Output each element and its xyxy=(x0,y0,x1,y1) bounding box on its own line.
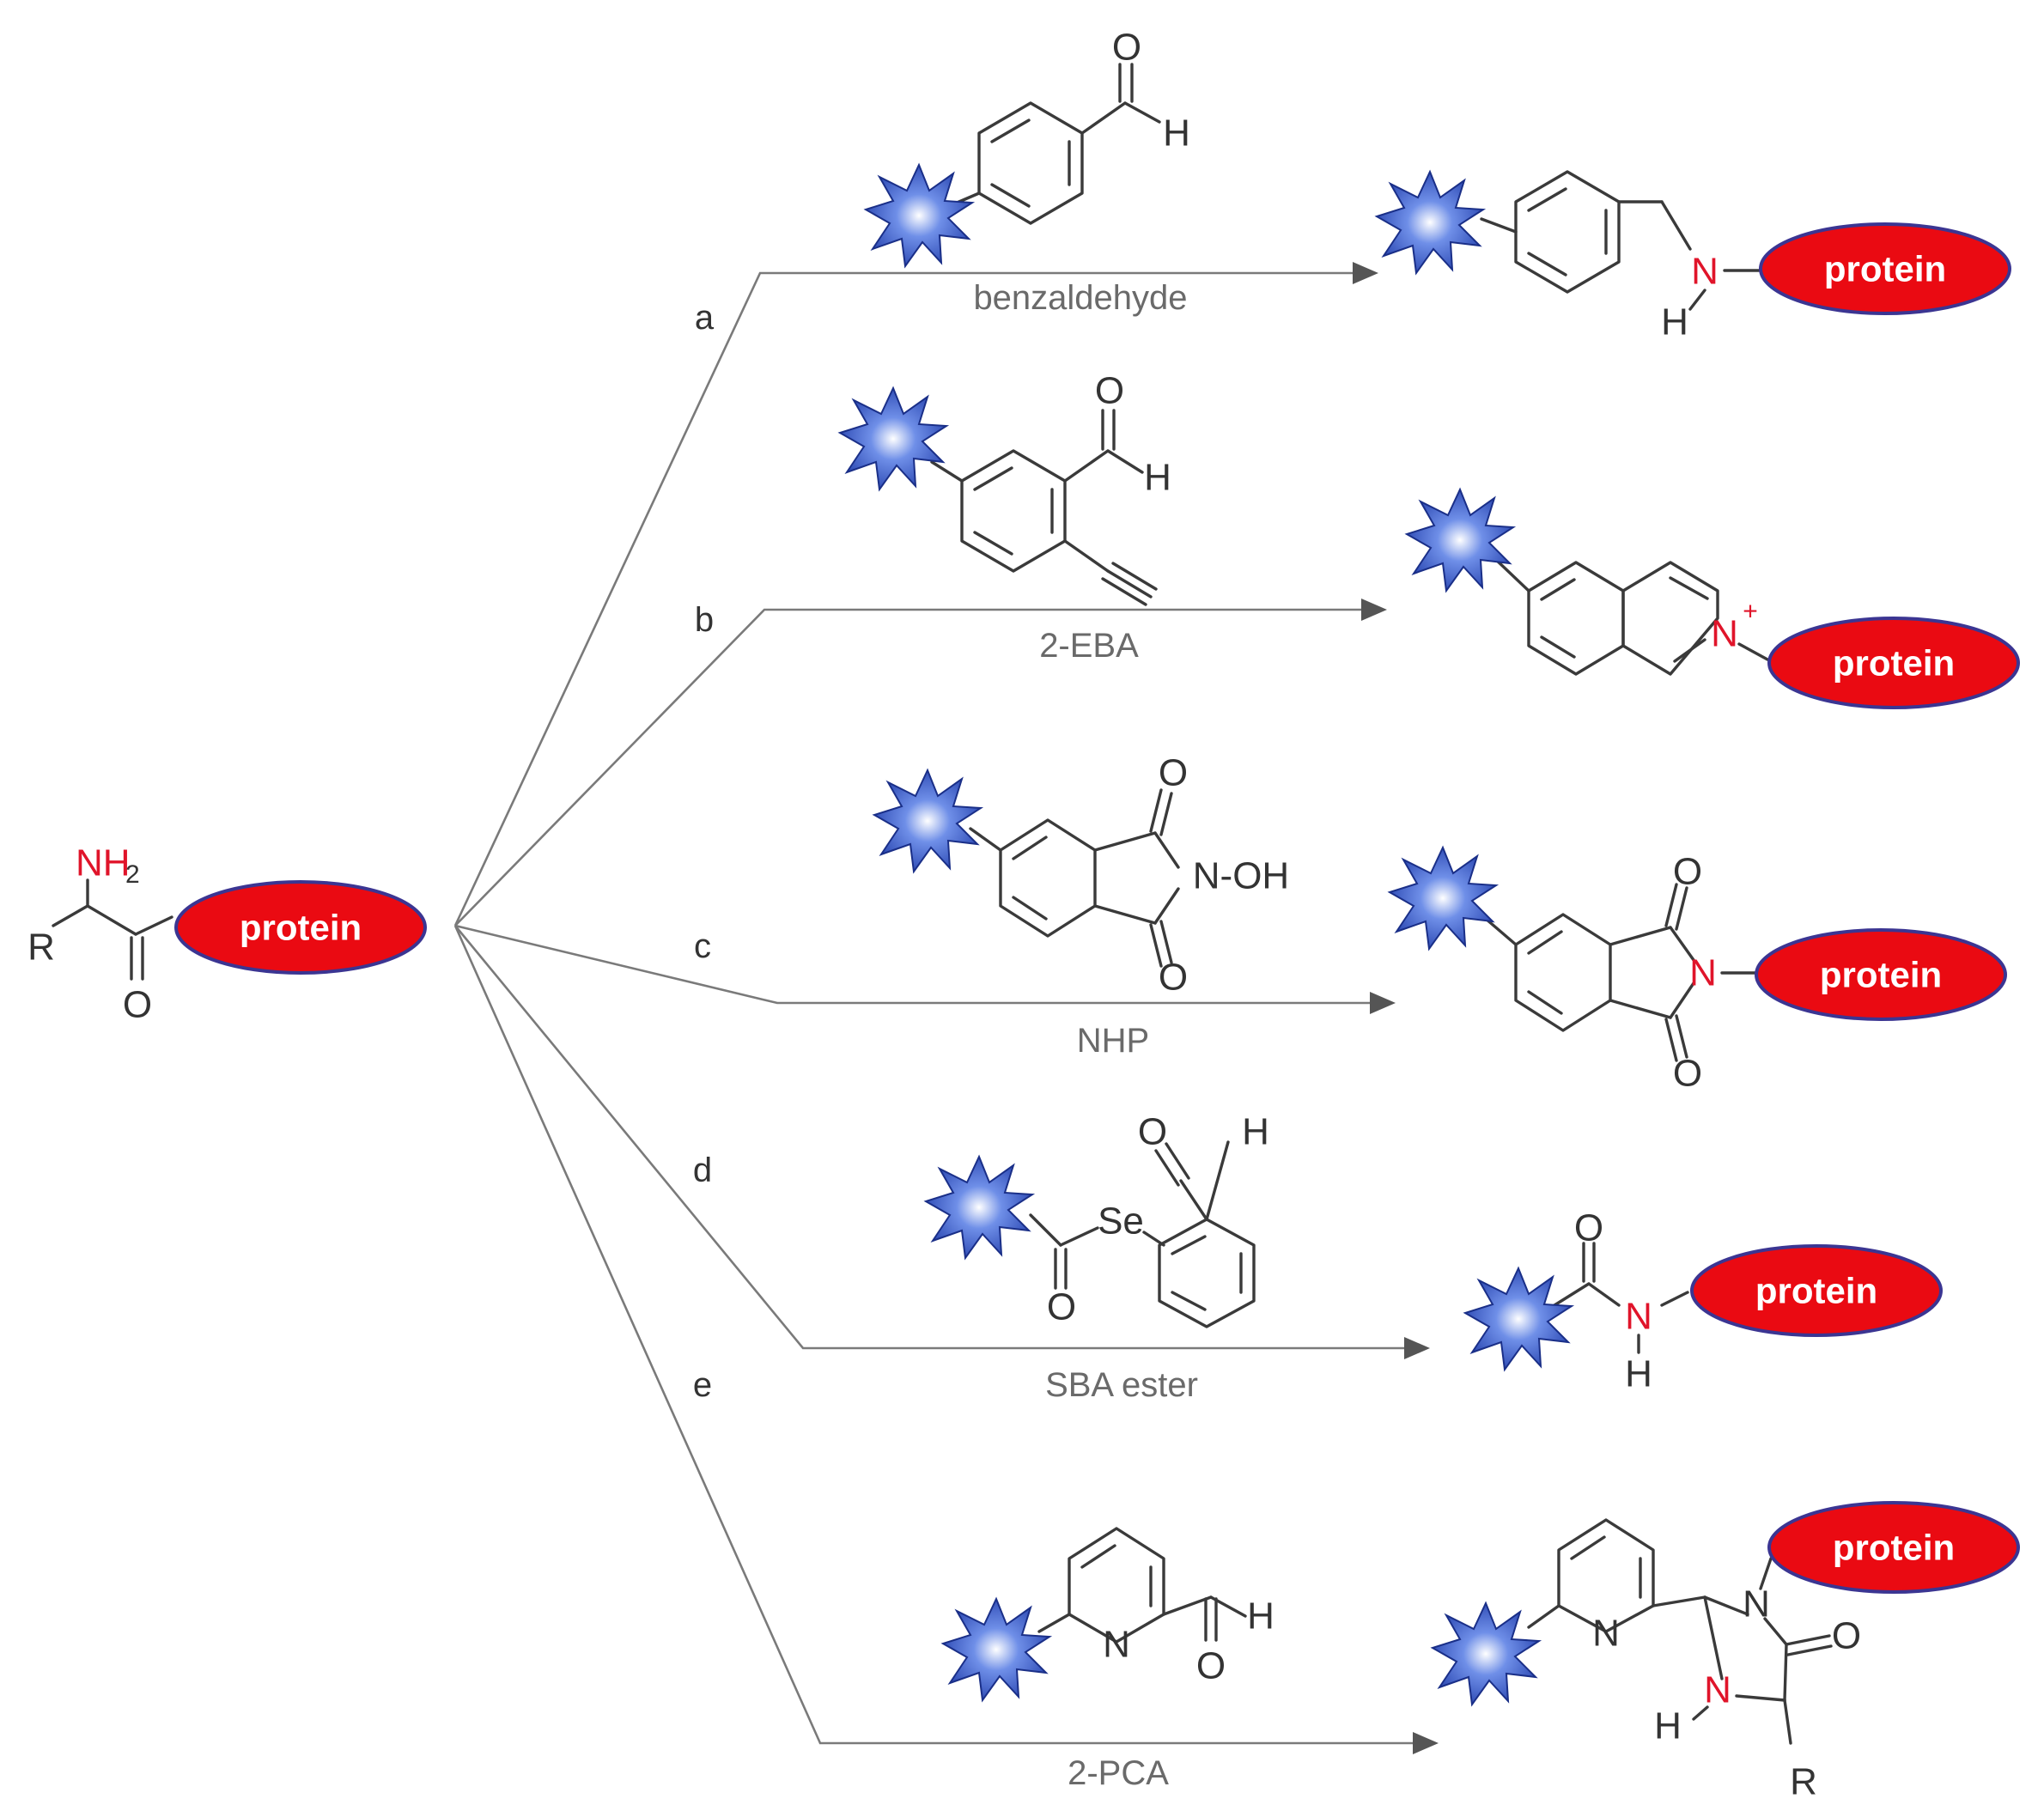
route-d-line xyxy=(453,925,1404,1350)
amine-subscript: 2 xyxy=(125,860,140,889)
atom-label: N xyxy=(1592,1613,1620,1655)
reaction-routes xyxy=(453,262,1439,1754)
route-c-line xyxy=(454,924,1370,1005)
carbonyl-oxygen-label: O xyxy=(123,984,152,1026)
route-a-line xyxy=(453,271,1353,927)
atom-label: H xyxy=(1661,301,1688,343)
product-b: N + protein xyxy=(1406,489,2020,709)
product-a: N H protein xyxy=(1376,170,2011,343)
nitrogen-label: N xyxy=(1689,952,1717,994)
atom-label: O xyxy=(1047,1286,1076,1328)
atom-label: O xyxy=(1138,1111,1167,1153)
atom-label: O xyxy=(1673,851,1702,893)
fluorophore-star-icon xyxy=(1376,171,1484,274)
atom-label: O xyxy=(1159,957,1188,999)
atom-label: H xyxy=(1625,1353,1652,1395)
nitrogen-label: N xyxy=(1704,1669,1731,1711)
atom-label: H xyxy=(1144,457,1171,499)
r-group-label: R xyxy=(27,927,55,969)
atom-label: O xyxy=(1832,1615,1861,1657)
charge-label: + xyxy=(1743,598,1758,626)
reagent-name-b: 2-EBA xyxy=(1039,627,1139,665)
protein-label: protein xyxy=(240,908,362,948)
fluorophore-star-icon xyxy=(1406,489,1514,592)
arrowhead-icon xyxy=(1404,1337,1430,1359)
arrowhead-icon xyxy=(1413,1732,1439,1754)
protein-label: protein xyxy=(1820,955,1942,995)
atom-label: O xyxy=(1673,1053,1702,1095)
fluorophore-star-icon xyxy=(1432,1602,1540,1705)
nitrogen-label: N xyxy=(1711,613,1738,655)
route-letter-e: e xyxy=(693,1366,712,1404)
fluorophore-star-icon xyxy=(865,164,973,267)
atom-label: O xyxy=(1574,1207,1603,1249)
route-e-line xyxy=(453,925,1413,1745)
product-e: N N O N H R protein xyxy=(1432,1501,2020,1803)
atom-label: N xyxy=(1103,1624,1130,1666)
atom-label: H xyxy=(1654,1705,1682,1747)
fluorophore-star-icon xyxy=(925,1156,1033,1259)
r-group-label: R xyxy=(1790,1761,1817,1803)
product-d: O N H protein xyxy=(1464,1207,1943,1395)
fluorophore-star-icon xyxy=(942,1598,1050,1701)
route-letter-d: d xyxy=(693,1152,712,1189)
atom-label: O xyxy=(1112,27,1141,69)
atom-label: N xyxy=(1743,1583,1770,1626)
starting-protein-group: R NH 2 O protein xyxy=(27,842,427,1026)
arrowhead-icon xyxy=(1370,992,1396,1014)
atom-label: H xyxy=(1247,1595,1274,1638)
arrowhead-icon xyxy=(1353,262,1378,284)
route-letter-c: c xyxy=(694,927,711,965)
protein-ellipse xyxy=(1755,928,2007,1021)
reagent-name-a: benzaldehyde xyxy=(973,279,1187,317)
protein-label: protein xyxy=(1833,643,1955,684)
reagent-sba-ester: O H Se O xyxy=(925,1111,1269,1328)
reagent-nhp: O N-OH O xyxy=(873,752,1289,999)
atom-label: N-OH xyxy=(1193,855,1289,897)
reagent-name-c: NHP xyxy=(1077,1022,1149,1060)
atom-label: O xyxy=(1159,752,1188,794)
protein-ellipse xyxy=(1690,1244,1943,1337)
atom-label: H xyxy=(1242,1111,1269,1153)
protein-label: protein xyxy=(1755,1271,1877,1311)
protein-ellipse xyxy=(1759,222,2011,315)
protein-ellipse xyxy=(1767,1501,2020,1594)
product-c: O N O protein xyxy=(1389,847,2007,1095)
atom-label: O xyxy=(1196,1645,1226,1687)
fluorophore-star-icon xyxy=(1389,847,1497,950)
route-b-line xyxy=(454,608,1361,927)
atom-label: O xyxy=(1095,370,1124,412)
route-letter-a: a xyxy=(695,299,715,337)
reagent-name-d: SBA ester xyxy=(1045,1366,1198,1404)
protein-label: protein xyxy=(1824,249,1946,289)
reagent-2-eba: O H xyxy=(839,370,1171,606)
reagent-2-pca: N H O xyxy=(942,1527,1274,1701)
protein-label: protein xyxy=(1833,1528,1955,1568)
amine-label: NH xyxy=(76,842,131,884)
atom-label: Se xyxy=(1098,1200,1144,1243)
protein-ellipse xyxy=(174,880,427,975)
fluorophore-star-icon xyxy=(873,769,982,872)
route-letter-b: b xyxy=(695,601,714,639)
protein-ellipse xyxy=(1767,617,2020,709)
fluorophore-star-icon xyxy=(1464,1267,1573,1370)
nitrogen-label: N xyxy=(1691,251,1719,293)
atom-label: H xyxy=(1163,112,1190,155)
reagent-name-e: 2-PCA xyxy=(1068,1754,1169,1792)
reagent-benzaldehyde: O H xyxy=(865,27,1190,267)
fluorophore-star-icon xyxy=(839,387,947,490)
arrowhead-icon xyxy=(1361,599,1387,621)
nitrogen-label: N xyxy=(1625,1296,1652,1338)
